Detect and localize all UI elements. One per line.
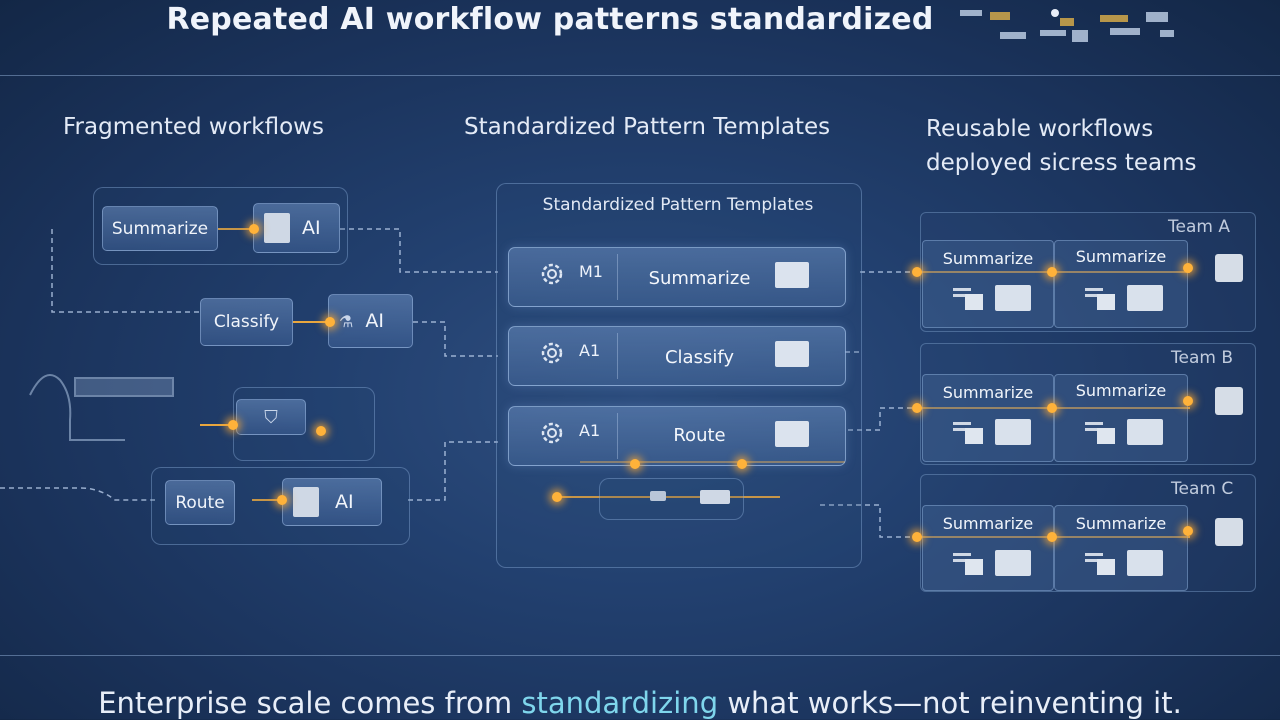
shield-icon: ⛉ <box>264 406 278 428</box>
flask-icon: ⚗ <box>339 311 354 331</box>
ai-label: AI <box>302 217 321 239</box>
chart-icon <box>775 262 809 288</box>
step-label: Summarize <box>942 514 1034 533</box>
connector-dot <box>737 459 747 469</box>
connector-dot <box>1183 396 1193 406</box>
template-name: Route <box>673 425 726 446</box>
fragmented-ai-box-1[interactable]: AI <box>253 203 340 253</box>
fragmented-ai-box-2[interactable]: ⚗ AI <box>328 294 413 348</box>
step-label: Summarize <box>1075 247 1167 266</box>
divider <box>617 333 618 379</box>
connector-dot <box>277 495 287 505</box>
step-label: Summarize <box>1075 514 1167 533</box>
template-code: M1 <box>579 262 603 281</box>
documents-icon <box>953 553 983 575</box>
team-b-label: Team B <box>1171 348 1233 368</box>
mail-icon <box>995 550 1031 576</box>
column-heading-reusable-line1: Reusable workflows <box>926 116 1154 142</box>
connector-dot <box>912 532 922 542</box>
team-b-panel <box>920 343 1256 465</box>
checkbox-icon[interactable] <box>1215 254 1243 282</box>
connector-dot <box>1047 403 1057 413</box>
tagline-highlight: standardizing <box>521 686 719 720</box>
team-b-step-2[interactable]: Summarize <box>1054 374 1188 462</box>
team-b-step-1[interactable]: Summarize <box>922 374 1054 462</box>
template-code: A1 <box>579 421 601 440</box>
tagline-before: Enterprise scale comes from <box>98 686 522 720</box>
column-heading-templates: Standardized Pattern Templates <box>464 114 831 140</box>
column-heading-reusable-line2: deployed sicress teams <box>926 150 1197 176</box>
fragmented-ai-box-3[interactable]: AI <box>282 478 382 526</box>
template-code: A1 <box>579 341 601 360</box>
connector-dot <box>1047 267 1057 277</box>
ai-label: AI <box>365 310 384 332</box>
bottom-divider <box>0 655 1280 656</box>
connector-dot <box>552 492 562 502</box>
connector-dot <box>1183 526 1193 536</box>
templates-panel-title: Standardized Pattern Templates <box>542 195 814 215</box>
team-a-step-1[interactable]: Summarize <box>922 240 1054 328</box>
divider <box>617 413 618 459</box>
team-a-panel <box>920 212 1256 332</box>
fragmented-step-summarize[interactable]: Summarize <box>102 206 218 251</box>
documents-icon <box>1085 288 1115 310</box>
chart-icon <box>775 341 809 367</box>
team-c-label: Team C <box>1171 479 1234 499</box>
template-name: Summarize <box>648 268 751 289</box>
connector-dot <box>325 317 335 327</box>
connector-dot <box>1047 532 1057 542</box>
column-heading-fragmented: Fragmented workflows <box>63 114 324 140</box>
mail-icon <box>995 285 1031 311</box>
connector-dot <box>912 403 922 413</box>
chart-icon <box>775 421 809 447</box>
top-divider <box>0 75 1280 76</box>
connector-dot <box>912 267 922 277</box>
template-classify[interactable]: A1 Classify <box>508 326 846 386</box>
step-label: Summarize <box>942 249 1034 268</box>
step-label: Summarize <box>1075 381 1167 400</box>
gear-icon <box>541 422 563 444</box>
mail-icon <box>1127 419 1163 445</box>
checkbox-icon[interactable] <box>1215 387 1243 415</box>
documents-icon <box>953 288 983 310</box>
documents-icon <box>953 422 983 444</box>
divider <box>617 254 618 300</box>
connector-dot <box>1183 263 1193 273</box>
connector-dot <box>316 426 326 436</box>
mail-icon <box>1127 285 1163 311</box>
fragmented-step-route[interactable]: Route <box>165 480 235 525</box>
page-title: Repeated AI workflow patterns standardiz… <box>166 2 934 37</box>
fragmented-node-mark[interactable]: ⛉ <box>236 399 306 435</box>
documents-icon <box>1085 553 1115 575</box>
mail-icon <box>995 419 1031 445</box>
tagline-after: what works—not reinventing it. <box>718 686 1182 720</box>
team-a-label: Team A <box>1168 217 1230 237</box>
mail-icon <box>1127 550 1163 576</box>
document-icon <box>264 213 290 243</box>
documents-icon <box>1085 422 1115 444</box>
ai-label: AI <box>335 491 354 513</box>
gear-icon <box>541 342 563 364</box>
document-icon <box>293 487 319 517</box>
connector-dot <box>228 420 238 430</box>
template-summarize[interactable]: M1 Summarize <box>508 247 846 307</box>
step-label: Summarize <box>942 383 1034 402</box>
template-name: Classify <box>664 347 735 368</box>
connector-dot <box>630 459 640 469</box>
connector-dot <box>249 224 259 234</box>
tagline: Enterprise scale comes from standardizin… <box>0 686 1280 720</box>
gear-icon <box>541 263 563 285</box>
team-c-step-2[interactable]: Summarize <box>1054 505 1188 591</box>
subflow-node-icon <box>650 491 666 501</box>
subflow-node-icon <box>700 490 730 504</box>
team-a-step-2[interactable]: Summarize <box>1054 240 1188 328</box>
team-c-step-1[interactable]: Summarize <box>922 505 1054 591</box>
fragmented-step-classify[interactable]: Classify <box>200 298 293 346</box>
template-route[interactable]: A1 Route <box>508 406 846 466</box>
checkbox-icon[interactable] <box>1215 518 1243 546</box>
